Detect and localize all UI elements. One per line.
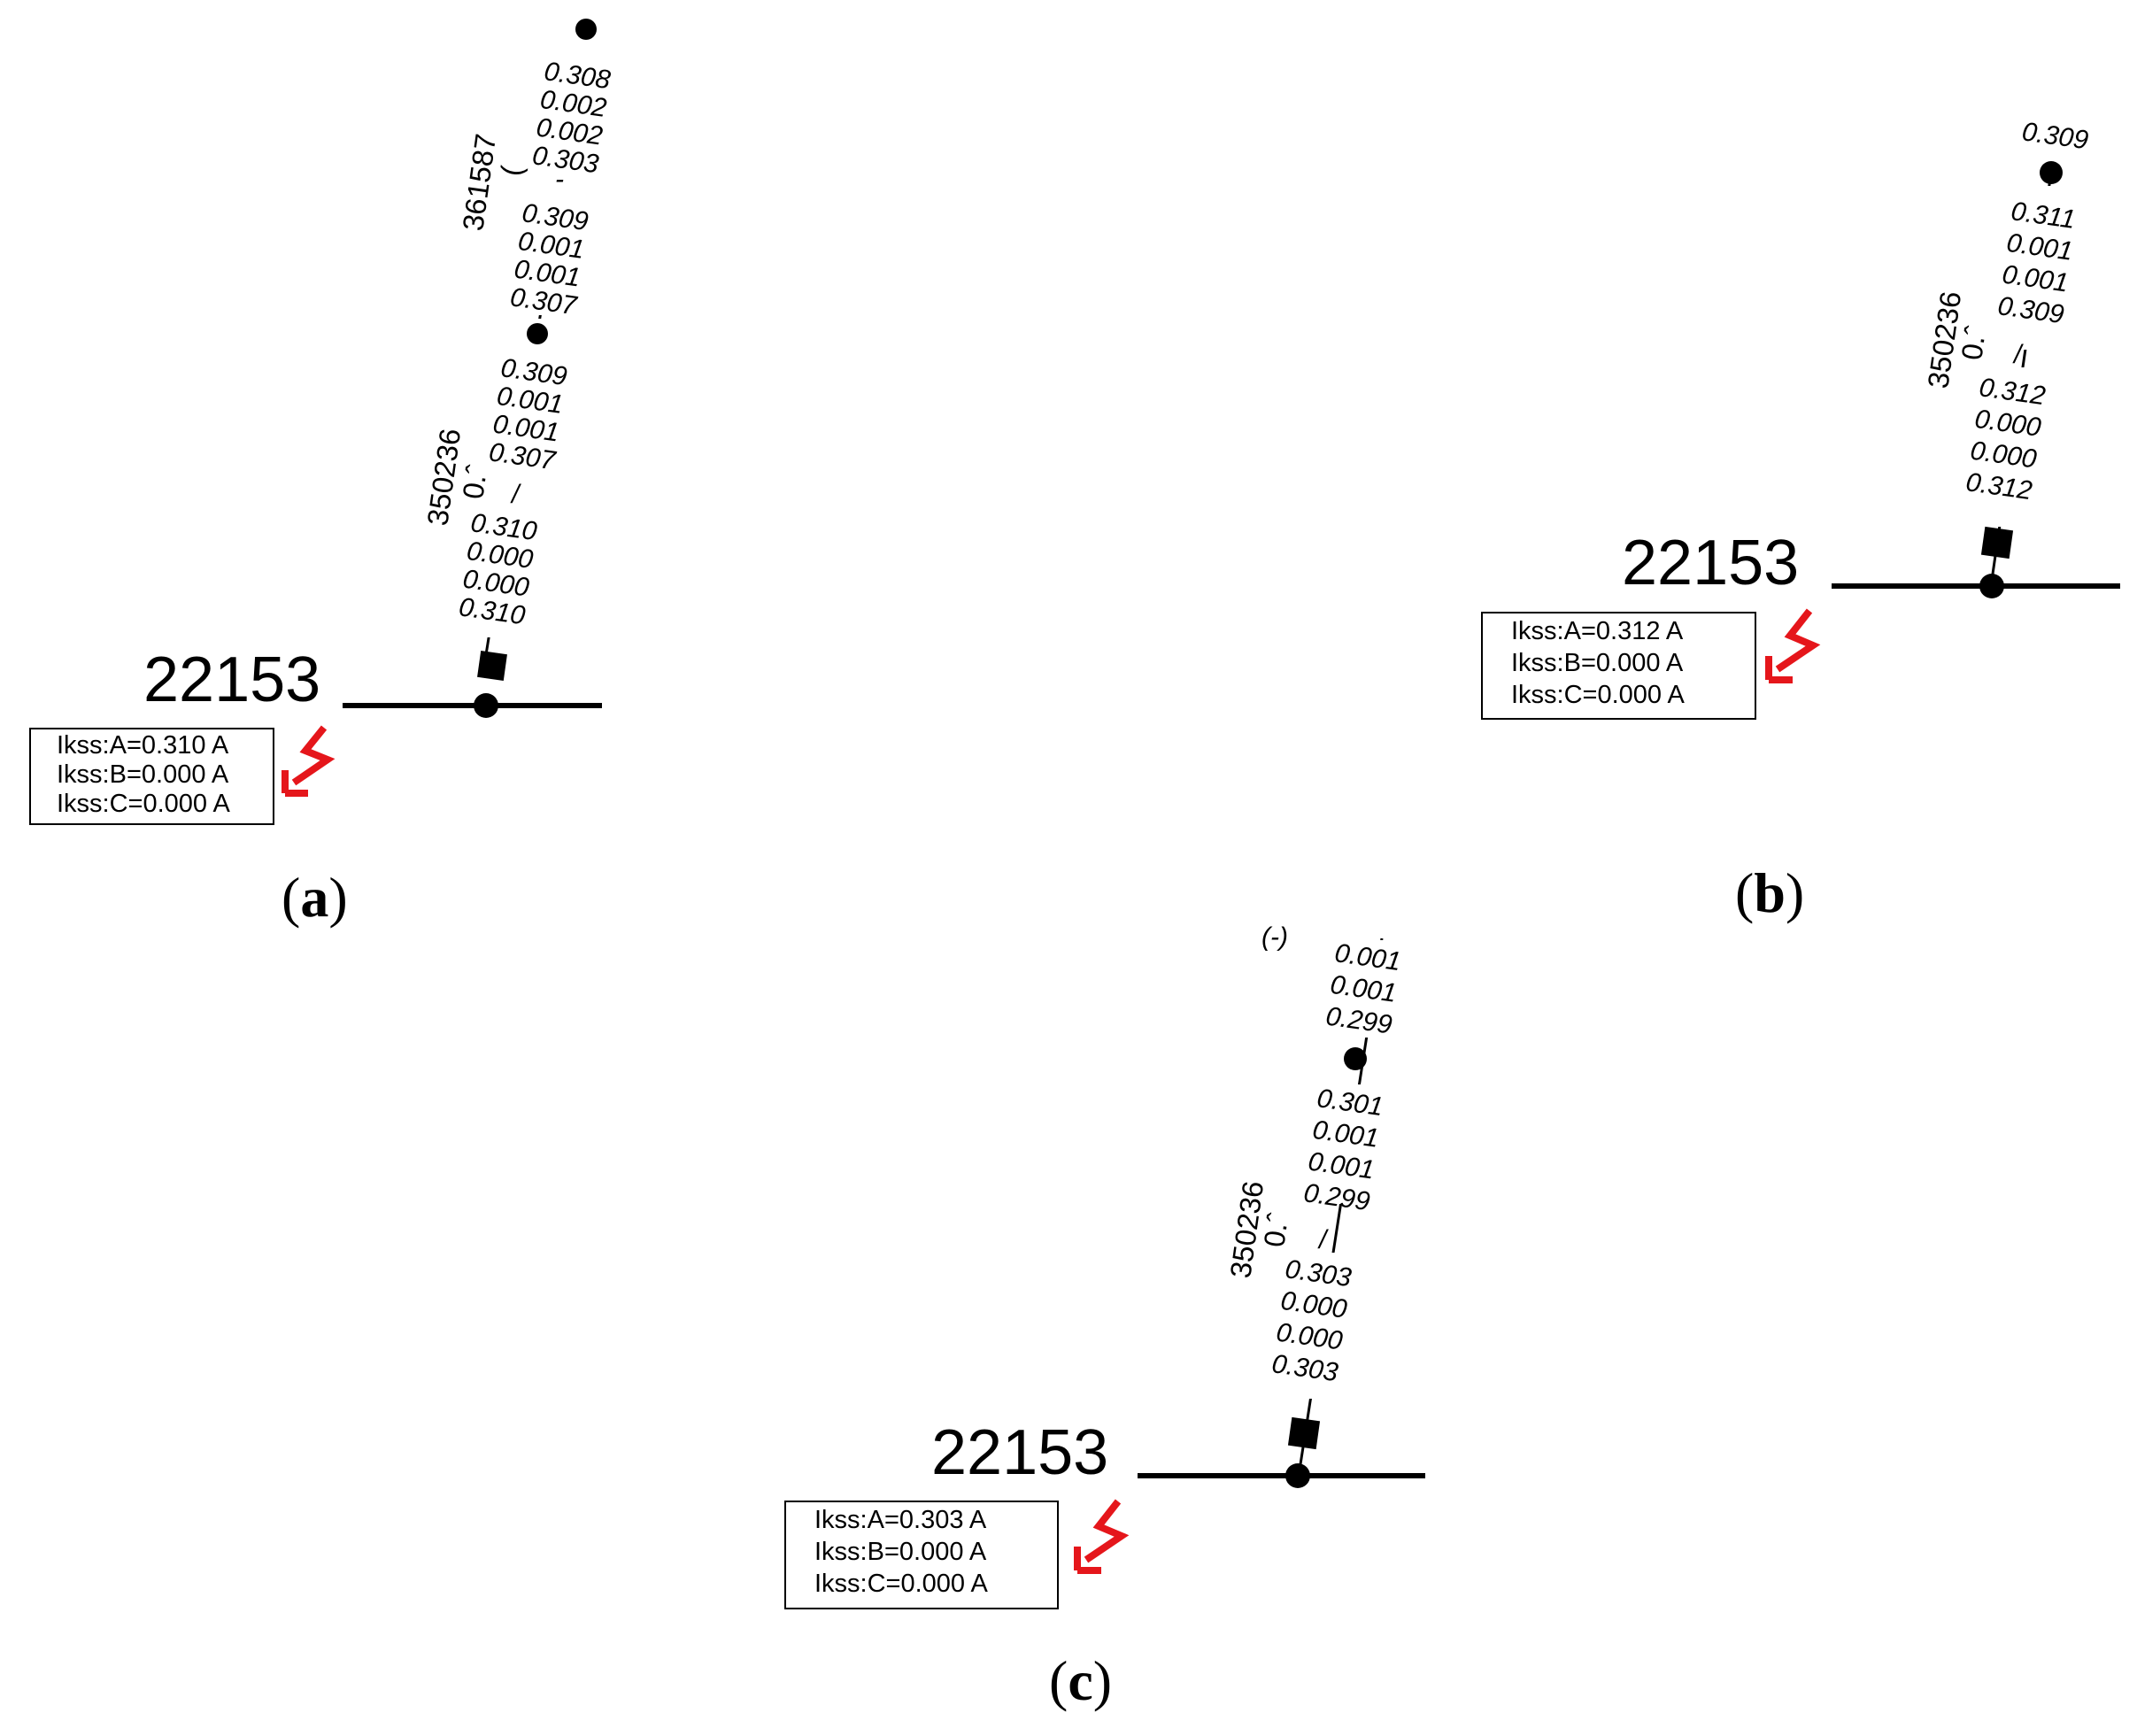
fault-result-line: Ikss:C=0.000 A xyxy=(1511,681,1686,709)
panel-b: 0.309 0.311 0.001 0.001 0.309 350236 0.ˆ… xyxy=(1481,117,2120,924)
fault-result-box xyxy=(1481,612,1756,720)
fault-lightning-icon xyxy=(1765,608,1821,683)
node-id-mark: 0.ˆ xyxy=(1955,324,1992,362)
label-background xyxy=(1297,1084,1412,1204)
breaker-square xyxy=(1980,526,2014,559)
breaker-square xyxy=(477,651,507,681)
label-background xyxy=(1961,367,2076,527)
label-background xyxy=(1264,1253,1379,1399)
bus-node-dot xyxy=(1979,574,2004,598)
label-background xyxy=(1987,186,2102,350)
bus-label: 22153 xyxy=(1622,528,1799,598)
fault-lightning-icon xyxy=(282,725,336,797)
bus-label: 22153 xyxy=(931,1417,1108,1488)
panel-caption: (b) xyxy=(1735,861,1804,924)
value-group-1: 0.308 0.002 0.002 0.303 xyxy=(530,57,613,179)
fault-result-line: Ikss:A=0.310 A xyxy=(57,731,229,760)
fault-result-box xyxy=(29,728,274,825)
fault-result-line: Ikss:B=0.000 A xyxy=(814,1538,987,1566)
fault-result-line: Ikss:A=0.312 A xyxy=(1511,617,1684,645)
fault-result-box xyxy=(784,1501,1059,1609)
fault-result-line: Ikss:C=0.000 A xyxy=(57,790,231,818)
bus-label: 22153 xyxy=(143,644,320,715)
node-dot xyxy=(2040,161,2063,184)
label-background xyxy=(407,319,575,496)
node-id-mark: ( xyxy=(494,164,528,178)
dash-mark: / xyxy=(510,480,521,509)
value-text: (‑) xyxy=(1261,922,1288,952)
node-dot xyxy=(575,19,597,40)
panel-caption: (a) xyxy=(282,866,348,929)
fault-result-line: Ikss:B=0.000 A xyxy=(1511,649,1684,677)
dash-mark: / xyxy=(1317,1225,1329,1254)
dash-mark: / xyxy=(2012,340,2024,369)
value-text: 0.309 xyxy=(2020,117,2090,155)
node-id-mark: 0.ˆ xyxy=(1257,1211,1294,1249)
fault-lightning-icon xyxy=(1074,1499,1130,1574)
node-id-mark: 0.ˆ xyxy=(456,463,493,501)
breaker-square xyxy=(1287,1416,1321,1450)
label-background xyxy=(1308,940,1423,1038)
bus-node-dot xyxy=(474,693,498,718)
fault-result-line: Ikss:A=0.303 A xyxy=(814,1506,987,1534)
node-dot xyxy=(527,323,548,344)
node-dot xyxy=(1344,1047,1367,1070)
panel-caption: (c) xyxy=(1049,1649,1112,1712)
panel-a: 0.308 0.002 0.002 0.303 - 361587 ( 0.309… xyxy=(29,5,621,929)
label-background xyxy=(376,491,553,637)
fault-result-line: Ikss:B=0.000 A xyxy=(57,760,229,789)
fault-result-line: Ikss:C=0.000 A xyxy=(814,1570,989,1598)
panel-c: (‑) 0.001 0.001 0.299 0.301 0.001 0.001 … xyxy=(784,922,1425,1712)
dash-mark: - xyxy=(555,165,564,194)
value-group-1: 0.001 0.001 0.299 xyxy=(1324,938,1403,1039)
value-group-4: 0.310 0.000 0.000 0.310 xyxy=(457,508,539,630)
label-background xyxy=(427,5,621,315)
bus-node-dot xyxy=(1285,1463,1310,1488)
